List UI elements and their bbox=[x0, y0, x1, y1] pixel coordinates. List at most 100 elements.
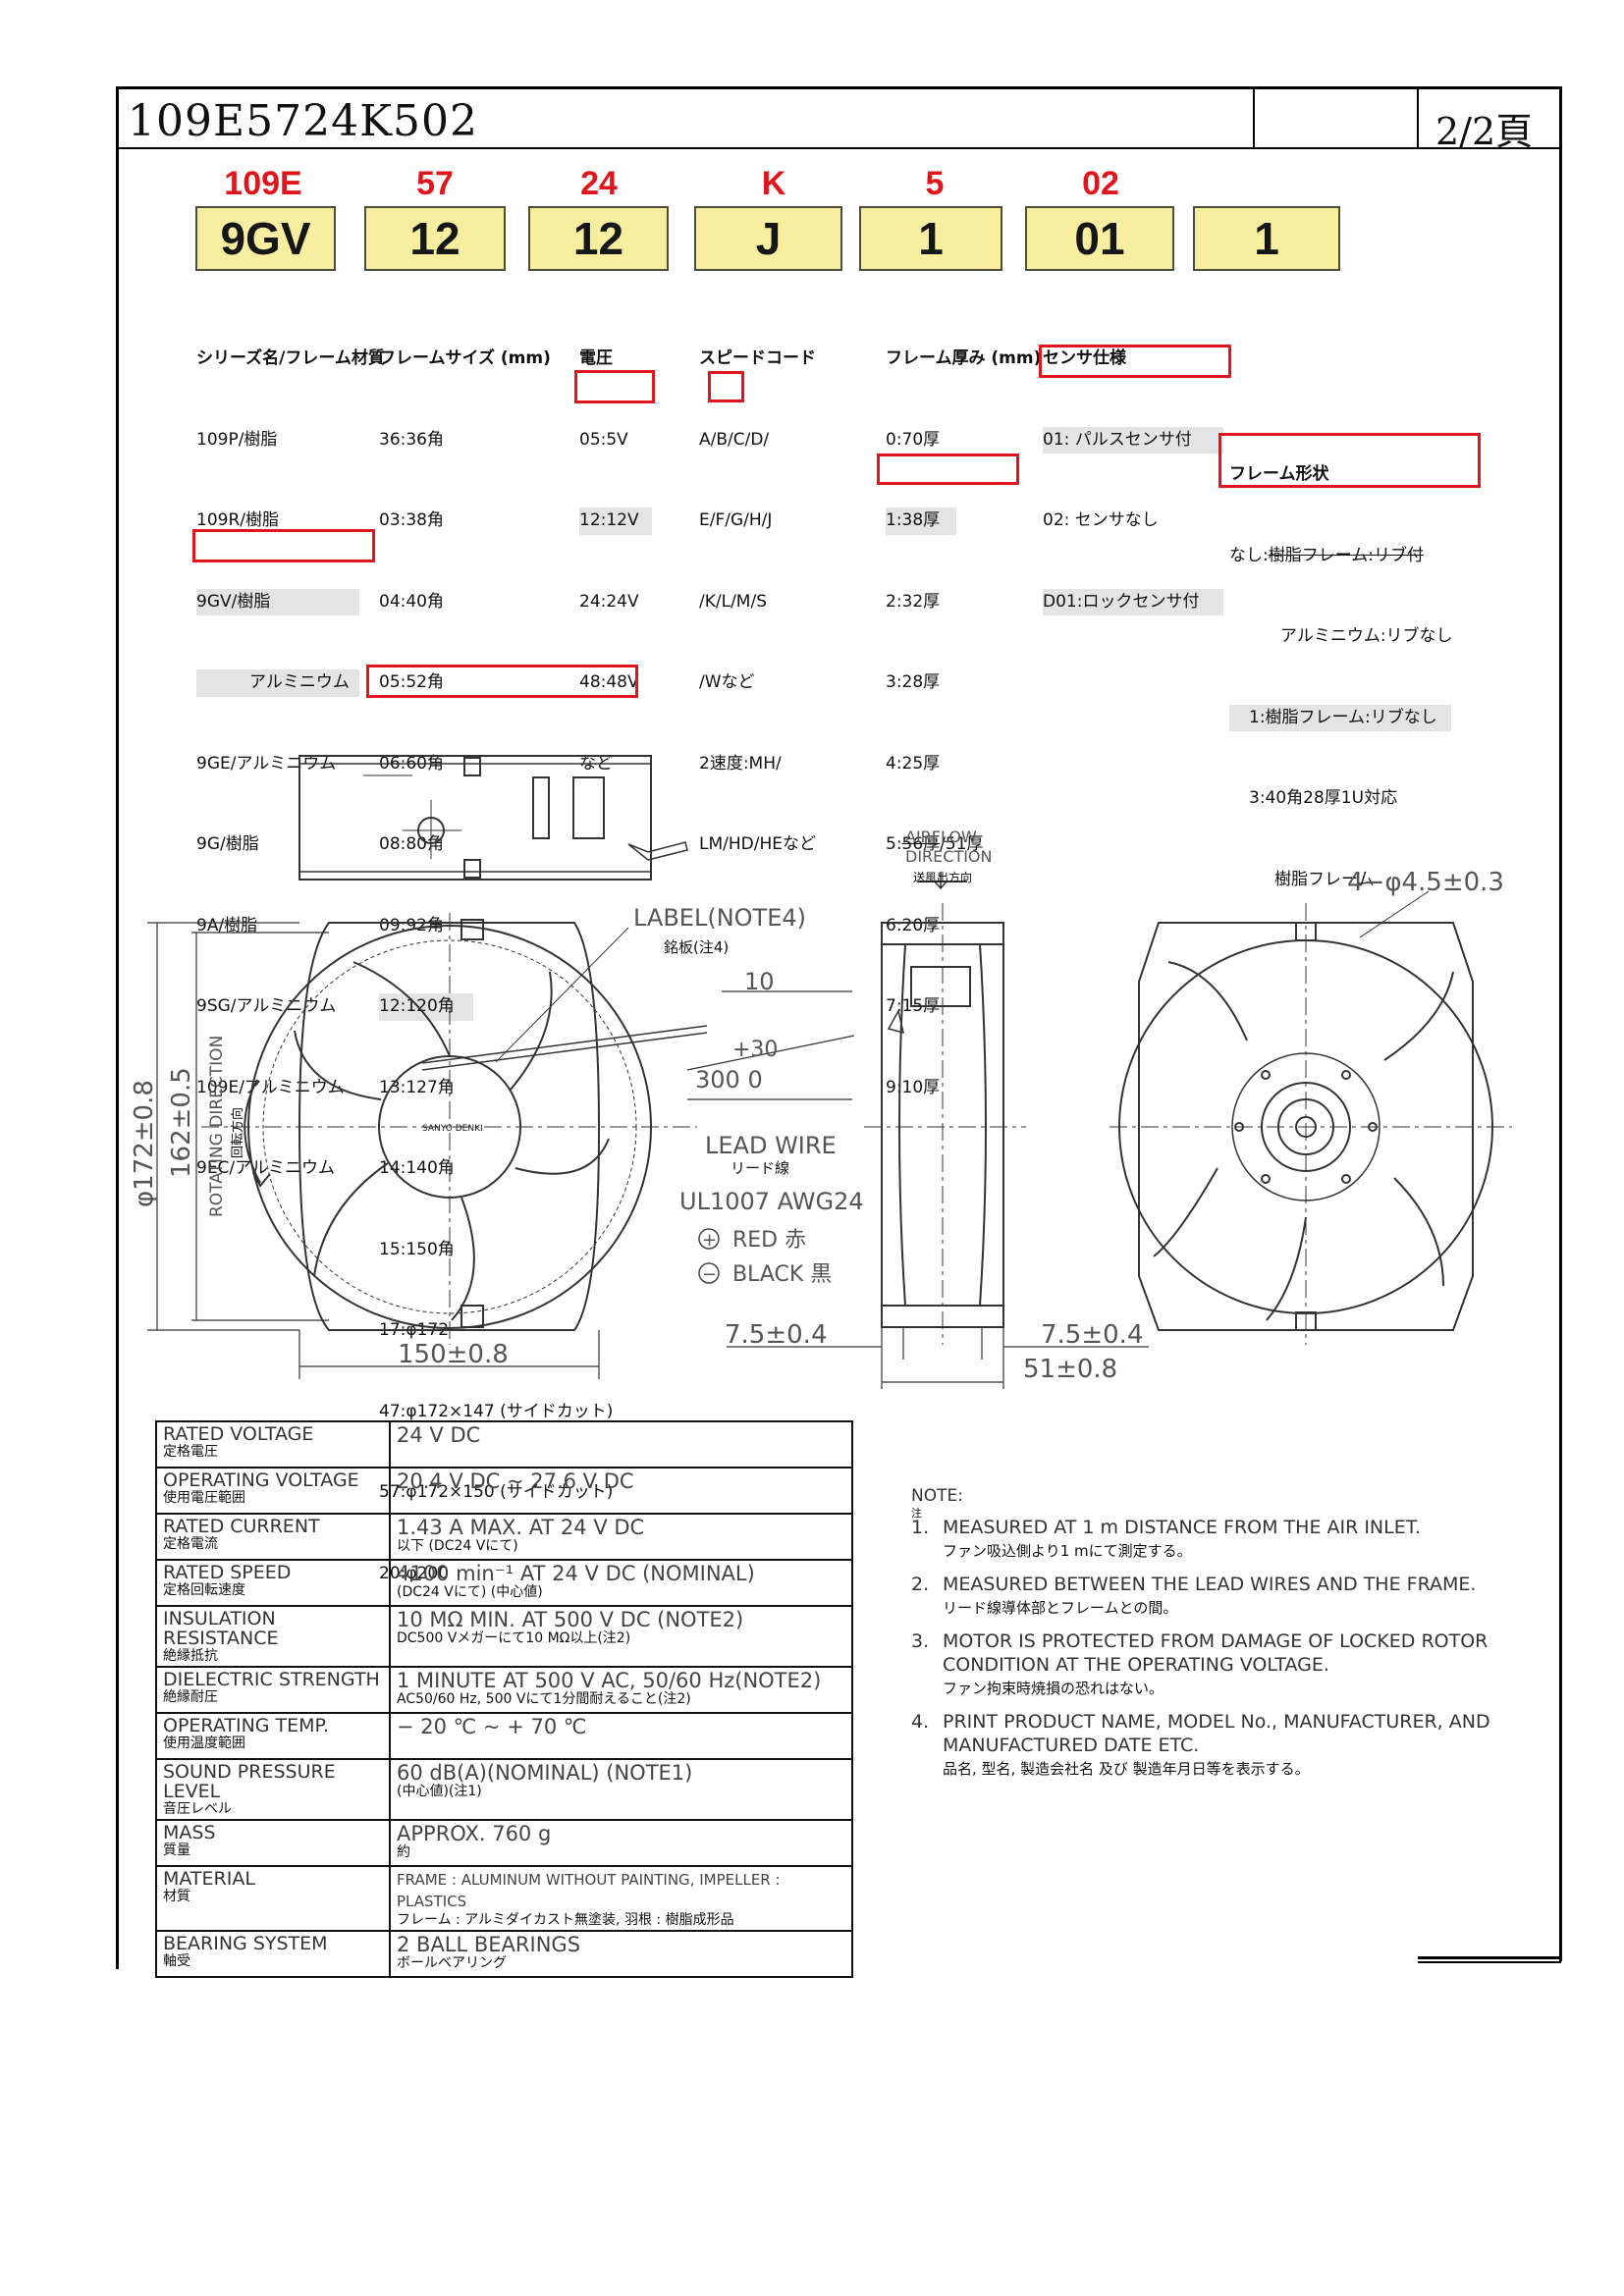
lead-wire-jp: リード線 bbox=[731, 1159, 789, 1177]
speed-item: /K/L/M/S bbox=[699, 591, 767, 612]
spec-value: 10 MΩ MIN. AT 500 V DC (NOTE2)DC500 Vメガー… bbox=[389, 1605, 853, 1668]
frame-left bbox=[116, 86, 119, 1969]
frame-shape-heading: フレーム形状 bbox=[1229, 464, 1329, 484]
voltage-item: 12:12V bbox=[579, 507, 652, 535]
highlight-sensor bbox=[1039, 345, 1231, 378]
note-text: MEASURED AT 1 m DISTANCE FROM THE AIR IN… bbox=[943, 1517, 1422, 1538]
note-item: 2. MEASURED BETWEEN THE LEAD WIRES AND T… bbox=[911, 1573, 1551, 1620]
thickness-item: 5: bbox=[886, 834, 902, 854]
black-wire: BLACK 黒 bbox=[732, 1262, 832, 1287]
note-number: 3. bbox=[911, 1630, 930, 1652]
thickness-item: /51厚 bbox=[940, 834, 984, 854]
header-divider-2 bbox=[1417, 86, 1419, 149]
mounting-holes-dim: 4−φ4.5±0.3 bbox=[1347, 868, 1504, 897]
voltage-item: 48:48V bbox=[579, 672, 639, 692]
thickness-item: 3:28厚 bbox=[886, 672, 941, 692]
voltage-heading: 電圧 bbox=[579, 348, 613, 368]
frame-shape-item: なし: bbox=[1229, 545, 1269, 565]
series-item: 9SG/アルミニウム bbox=[196, 996, 337, 1016]
code-red-voltage: 24 bbox=[580, 165, 618, 202]
note-item: 4. PRINT PRODUCT NAME, MODEL No., MANUFA… bbox=[911, 1710, 1551, 1781]
frame-top bbox=[116, 86, 1561, 89]
rotating-direction: ROTATING DIRECTION bbox=[207, 1036, 227, 1217]
highlight-speed bbox=[708, 371, 744, 402]
note-text: MOTOR IS PROTECTED FROM DAMAGE OF LOCKED… bbox=[943, 1630, 1489, 1676]
note-text-jp: 品名, 型名, 製造会社名 及び 製造年月日等を表示する。 bbox=[943, 1760, 1310, 1778]
spec-value: 1 MINUTE AT 500 V AC, 50/60 Hz(NOTE2)AC5… bbox=[389, 1666, 853, 1714]
spec-key: OPERATING TEMP.使用温度範囲 bbox=[155, 1712, 391, 1760]
series-item: アルミニウム bbox=[196, 669, 359, 697]
series-item: 9A/樹脂 bbox=[196, 915, 258, 935]
series-item: 9G/樹脂 bbox=[196, 834, 259, 854]
series-column: シリーズ名/フレーム材質 109P/樹脂 109R/樹脂 9GV/樹脂 アルミニ… bbox=[196, 292, 385, 1209]
side-view bbox=[864, 872, 1026, 1345]
frame-shape-item-0: なし:樹脂フレーム:リブ付 bbox=[1229, 543, 1453, 570]
thickness-item: 2:32厚 bbox=[886, 591, 941, 612]
series-item: 109P/樹脂 bbox=[196, 429, 278, 450]
rotating-direction-jp: 回転方向 bbox=[230, 1107, 245, 1158]
table-row: OPERATING TEMP.使用温度範囲− 20 ℃ ~ + 70 ℃ bbox=[155, 1712, 853, 1760]
highlight-size bbox=[366, 665, 638, 698]
frame-bottom-right-2 bbox=[1418, 1961, 1561, 1963]
series-item: 9GV/樹脂 bbox=[196, 588, 359, 615]
plus-icon bbox=[698, 1228, 720, 1250]
notes-heading-jp: 注 bbox=[911, 1507, 922, 1520]
size-item: 15:150角 bbox=[379, 1239, 455, 1259]
speed-heading: スピードコード bbox=[699, 348, 816, 368]
code-red-series: 109E bbox=[224, 165, 302, 202]
speed-item: LM/HD/HEなど bbox=[699, 834, 816, 854]
note-item: 3. MOTOR IS PROTECTED FROM DAMAGE OF LOC… bbox=[911, 1629, 1551, 1700]
size-heading: フレームサイズ (mm) bbox=[379, 348, 551, 368]
note-text-jp: ファン拘束時焼損の恐れはない。 bbox=[943, 1680, 1164, 1697]
size-item: 09:92角 bbox=[379, 915, 444, 935]
code-box-size: 12 bbox=[364, 206, 506, 271]
thickness-column: フレーム厚み (mm) 0:70厚 1:38厚 2:32厚 3:28厚 4:25… bbox=[886, 292, 1041, 1129]
note-text-jp: ファン吸込側より1 mにて測定する。 bbox=[943, 1542, 1192, 1560]
frame-shape-item: アルミニウム:リブなし bbox=[1280, 626, 1453, 646]
series-heading: シリーズ名/フレーム材質 bbox=[196, 348, 385, 368]
frame-shape-item: 3:40角28厚1U対応 bbox=[1249, 788, 1398, 808]
series-item: 109E/アルミニウム bbox=[196, 1077, 345, 1097]
speed-column: スピードコード A/B/C/D/ E/F/G/H/J /K/L/M/S /Wなど… bbox=[699, 292, 816, 885]
size-item: 03:38角 bbox=[379, 510, 444, 530]
thickness-item: 0:70厚 bbox=[886, 429, 941, 450]
label-note: LABEL(NOTE4) bbox=[633, 904, 806, 932]
size-item: 08:80角 bbox=[379, 834, 444, 854]
dim-172: φ172±0.8 bbox=[130, 1080, 159, 1207]
note-text: PRINT PRODUCT NAME, MODEL No., MANUFACTU… bbox=[943, 1711, 1490, 1756]
spec-value: 24 V DC bbox=[389, 1420, 853, 1468]
notes: NOTE: 注 1. MEASURED AT 1 m DISTANCE FROM… bbox=[911, 1484, 1551, 1781]
dim-300: 300 0 bbox=[695, 1066, 763, 1094]
size-item: 36:36角 bbox=[379, 429, 444, 450]
sensor-item: D01:ロックセンサ付 bbox=[1043, 588, 1223, 615]
top-view bbox=[298, 755, 688, 881]
fan-drawing: AIRFLOW DIRECTION 送風出方向 4−φ4.5±0.3 LABEL… bbox=[130, 755, 1512, 1389]
spec-value: 60 dB(A)(NOMINAL) (NOTE1)(中心値)(注1) bbox=[389, 1758, 853, 1821]
dim-162: 162±0.5 bbox=[167, 1067, 196, 1178]
dim-7-5-left: 7.5±0.4 bbox=[725, 1320, 827, 1350]
note-number: 1. bbox=[911, 1517, 930, 1538]
notes-heading: NOTE: bbox=[911, 1486, 963, 1506]
thickness-heading: フレーム厚み (mm) bbox=[886, 348, 1042, 368]
size-item: 13:127角 bbox=[379, 1077, 455, 1097]
dim-150: 150±0.8 bbox=[398, 1340, 509, 1369]
minus-sign: − bbox=[702, 1264, 717, 1285]
code-red-sensor: 02 bbox=[1082, 165, 1119, 202]
airflow-label: AIRFLOW bbox=[905, 828, 977, 846]
spec-value: FRAME : ALUMINUM WITHOUT PAINTING, IMPEL… bbox=[389, 1865, 853, 1932]
